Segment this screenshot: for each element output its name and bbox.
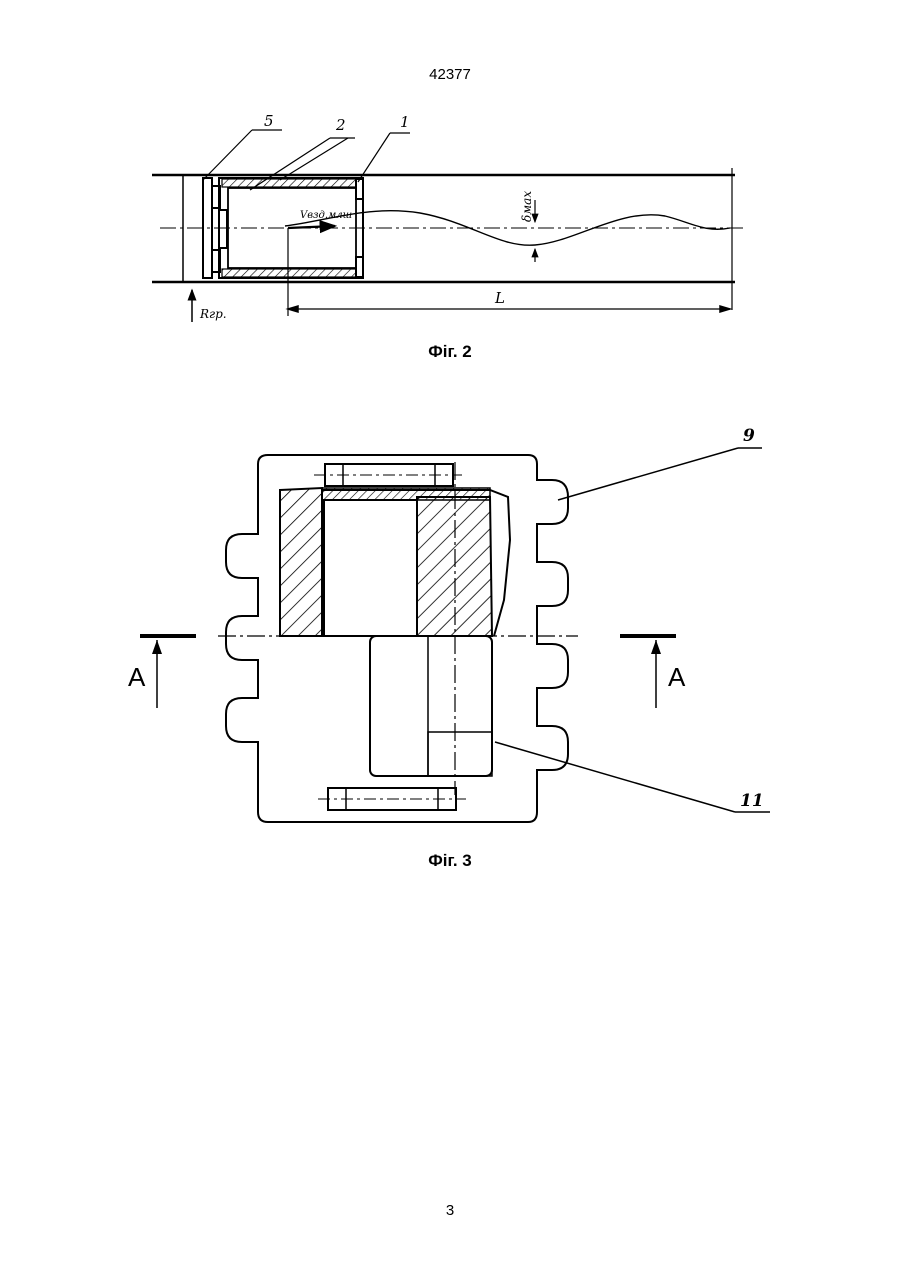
part-2-label: 2 bbox=[335, 116, 346, 134]
section-a-right-label: A bbox=[668, 662, 686, 692]
part-11-label: 11 bbox=[740, 791, 764, 811]
reaction-label: Rгр. bbox=[199, 307, 227, 321]
figure-3-caption: Фіг. 3 bbox=[0, 851, 900, 871]
figure-3 bbox=[140, 448, 770, 822]
inner-bore bbox=[324, 500, 417, 636]
part-11-insert bbox=[428, 732, 492, 776]
length-label: L bbox=[494, 289, 505, 307]
part-1-label: 1 bbox=[400, 113, 410, 131]
figure-2-caption: Фіг. 2 bbox=[0, 342, 900, 362]
part-9-label: 9 bbox=[743, 426, 755, 446]
deflection-label: δмах bbox=[520, 191, 534, 222]
lower-bore bbox=[370, 636, 492, 776]
velocity-label: Vвзд.млш bbox=[300, 210, 352, 221]
housing-outline bbox=[226, 455, 568, 822]
page-number: 3 bbox=[0, 1202, 900, 1219]
hatched-section-left bbox=[280, 488, 322, 636]
figure-2 bbox=[152, 130, 745, 322]
section-a-left-label: A bbox=[128, 662, 146, 692]
part-5-label: 5 bbox=[264, 112, 274, 130]
